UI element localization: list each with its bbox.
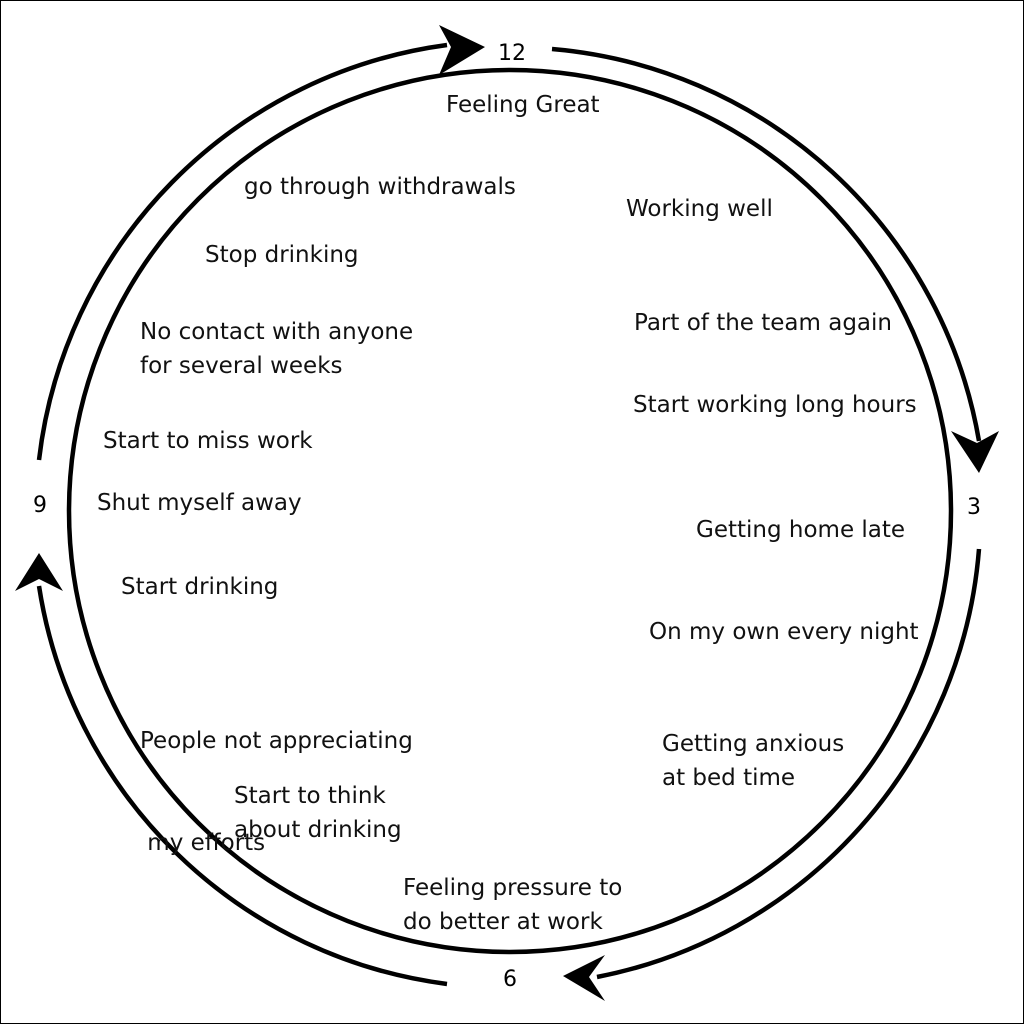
stage-label-part-of-team: Part of the team again xyxy=(634,310,892,336)
stage-label-feeling-pressure: Feeling pressure to do better at work xyxy=(403,875,623,935)
stage-label-start-drinking: Start drinking xyxy=(121,574,279,600)
stage-label-home-late: Getting home late xyxy=(696,517,906,543)
clock-marker-9: 9 xyxy=(33,493,47,518)
stage-label-withdrawals: go through withdrawals xyxy=(244,174,516,200)
arrowhead-top-icon xyxy=(439,25,485,75)
stage-label-stop-drinking: Stop drinking xyxy=(205,242,359,268)
inner-cycle-circle xyxy=(66,67,954,955)
outer-arc-12-to-3 xyxy=(551,46,982,442)
stage-label-anxious-bedtime: Getting anxious at bed time xyxy=(662,731,845,791)
stage-label-miss-work: Start to miss work xyxy=(103,428,313,454)
stage-label-shut-away: Shut myself away xyxy=(97,490,302,516)
stage-label-think-drinking: Start to think about drinking xyxy=(234,783,402,843)
clock-marker-12: 12 xyxy=(498,41,526,66)
stage-label-no-contact: No contact with anyone for several weeks xyxy=(140,319,414,379)
stage-label-own-every-night: On my own every night xyxy=(649,619,919,645)
stage-label-feeling-great: Feeling Great xyxy=(446,92,600,118)
outer-arc-6-to-9 xyxy=(36,585,448,987)
stage-label-working-well: Working well xyxy=(626,196,773,222)
clock-marker-6: 6 xyxy=(503,967,517,992)
outer-arc-9-to-12 xyxy=(36,42,448,461)
stage-label-long-hours: Start working long hours xyxy=(633,392,917,418)
arrowhead-left-icon xyxy=(15,553,63,591)
outer-arc-3-to-6 xyxy=(596,548,982,980)
stage-label-not-appreciating: People not appreciating my efforts xyxy=(140,728,413,856)
arrowhead-right-icon xyxy=(951,431,999,473)
arrowhead-bottom-icon xyxy=(563,955,605,1001)
clock-marker-3: 3 xyxy=(967,495,981,520)
